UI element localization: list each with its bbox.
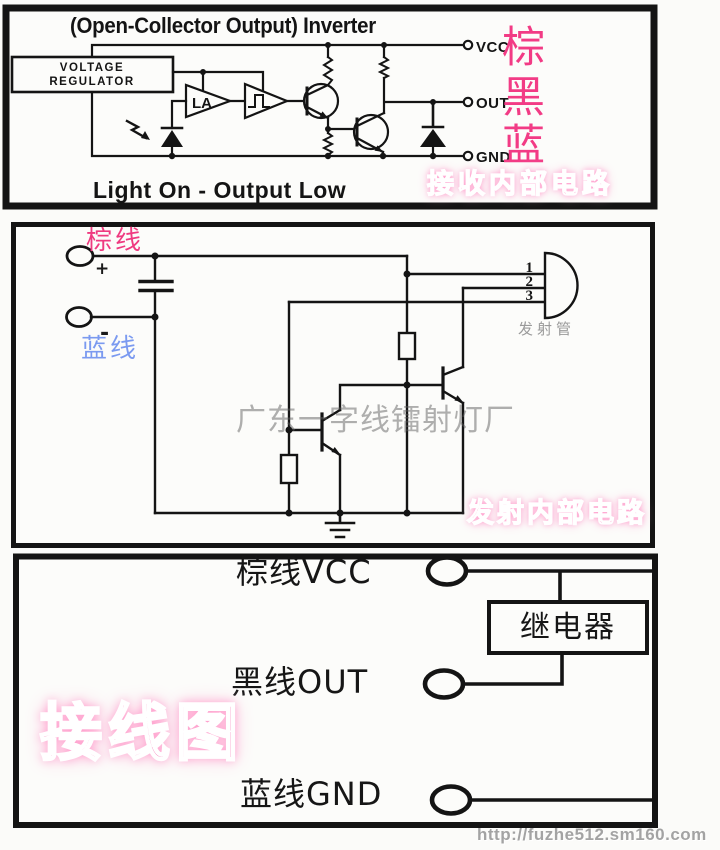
pin-label-2: 2	[526, 274, 534, 290]
brown-wire-label: 棕线	[86, 226, 145, 256]
out-wire-terminal	[422, 668, 466, 700]
emitter-circuit	[65, 245, 579, 539]
laser-tube-label: 发射管	[518, 320, 576, 338]
wiring-circuit	[422, 555, 656, 816]
tube-pin-numbers: 1 2 3	[526, 260, 534, 304]
resistor-r1	[397, 331, 417, 361]
hysteresis-icon	[248, 94, 270, 108]
receiver-badge: 接收内部电路	[426, 169, 613, 200]
npn-transistor-q3	[287, 408, 342, 515]
emitter-badge: 发射内部电路	[466, 498, 647, 529]
vcc-wire-color-char: 棕	[502, 23, 545, 73]
vcc-terminal-label: VCC	[476, 39, 509, 56]
resistor-r2	[279, 453, 299, 485]
relay-box	[487, 600, 649, 655]
gnd-terminal-label: GND	[476, 149, 511, 166]
light-arrow-icon	[125, 119, 148, 140]
photodiode-icon	[161, 130, 183, 147]
gnd-wire-color-char: 蓝	[502, 121, 545, 171]
panel-title: (Open-Collector Output) Inverter	[70, 13, 376, 38]
wiring-row-label-out: 黑线OUT	[231, 663, 369, 701]
npn-transistor-q4	[441, 365, 465, 515]
voltage-regulator-box	[10, 55, 175, 94]
capacitor-icon	[138, 279, 174, 293]
wiring-badge: 接线图	[39, 696, 245, 769]
voltage-regulator-label-line1: VOLTAGE	[60, 62, 124, 74]
la-amplifier-label: LA	[192, 95, 212, 112]
emitter-resistor	[321, 131, 335, 157]
gnd-wire-terminal	[429, 784, 473, 816]
pin-label-3: 3	[526, 288, 534, 304]
negative-terminal	[65, 306, 93, 328]
vcc-wire-terminal	[425, 555, 469, 587]
junction-dot	[200, 69, 206, 75]
out-terminal	[462, 96, 474, 108]
vcc-terminal	[462, 39, 474, 51]
receiver-panel-labels: VOLTAGE REGULATOR LA VCC OUT GND	[49, 39, 510, 166]
ground-icon	[324, 511, 356, 539]
factory-watermark: 广东一字线镭射灯厂	[236, 403, 515, 438]
minus-sign: -	[100, 321, 110, 346]
wiring-row-label-vcc: 棕线VCC	[236, 553, 372, 591]
relay-label: 继电器	[520, 609, 616, 645]
clamp-diode-icon	[420, 129, 446, 147]
receiver-caption: Light On - Output Low	[93, 177, 347, 203]
pin-label-1: 1	[526, 260, 534, 276]
laser-tube	[543, 251, 579, 320]
out-terminal-label: OUT	[476, 95, 509, 112]
receiver-circuit	[10, 39, 474, 162]
pullup-resistor-1	[322, 55, 334, 87]
schmitt-trigger-triangle	[243, 82, 290, 120]
plus-sign: +	[95, 259, 110, 279]
out-wire-color-char: 黑	[502, 73, 545, 123]
gnd-terminal	[462, 150, 474, 162]
voltage-regulator-label-line2: REGULATOR	[49, 76, 134, 88]
blue-wire-label: 蓝线	[81, 334, 140, 364]
site-watermark: http://fuzhe512.sm160.com	[477, 825, 707, 844]
pullup-resistor-2	[377, 55, 391, 80]
wiring-row-label-gnd: 蓝线GND	[240, 775, 383, 813]
